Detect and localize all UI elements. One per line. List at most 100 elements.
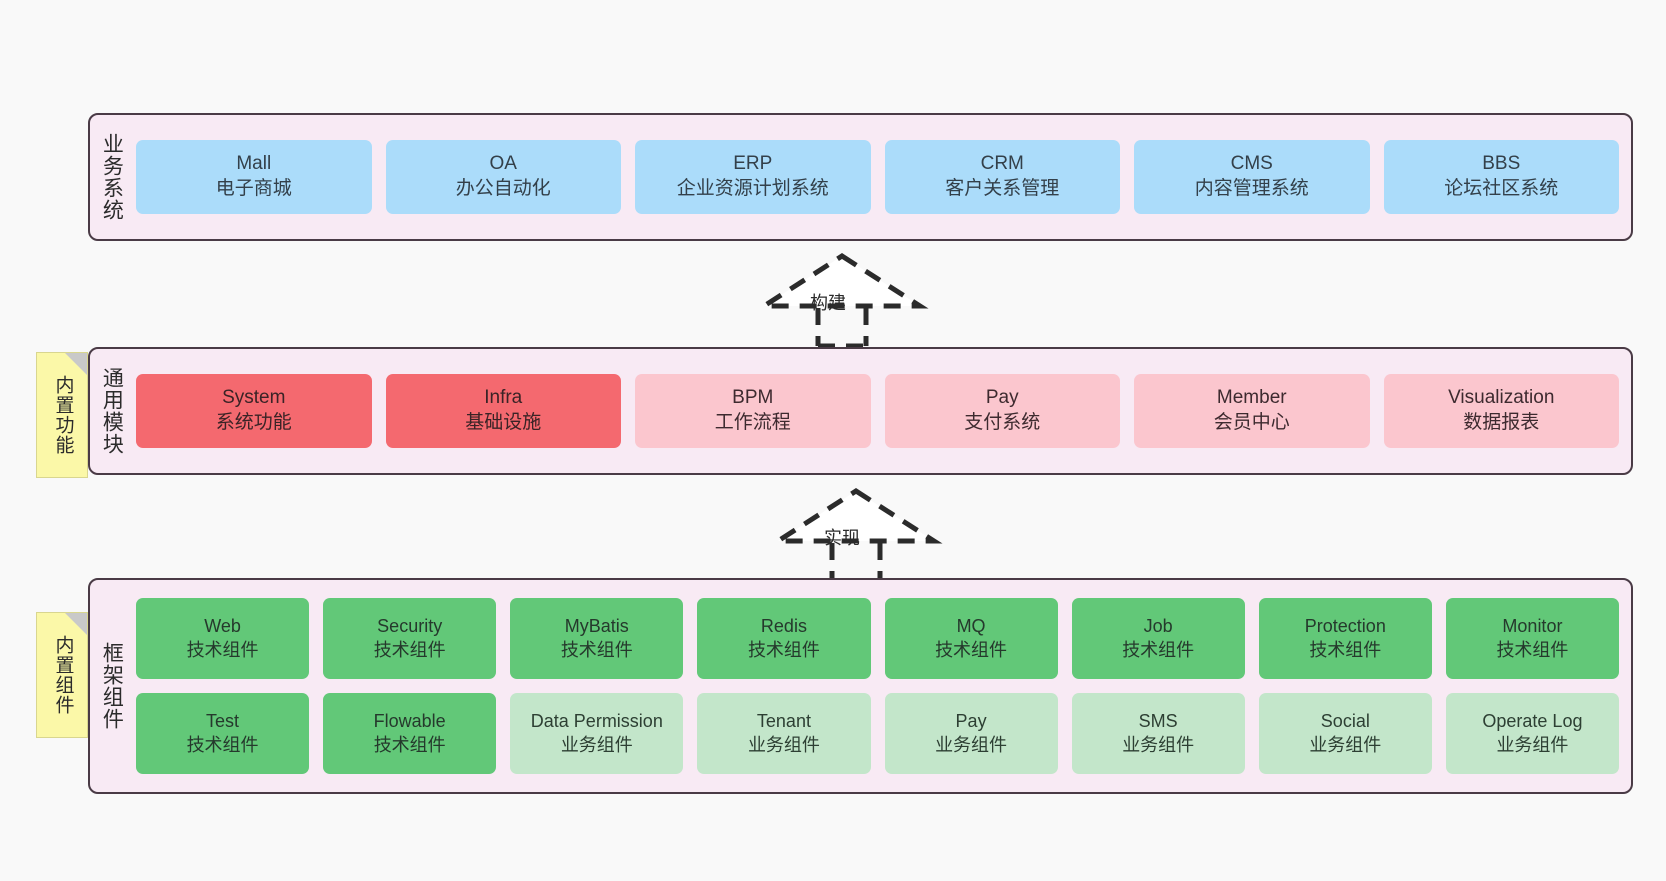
card-name: BPM [732, 387, 774, 409]
layer-body-business: Mall 电子商城 OA 办公自动化 ERP 企业资源计划系统 CRM 客户关系… [132, 115, 1631, 239]
framework-row-biz: Test 技术组件 Flowable 技术组件 Data Permission … [136, 693, 1619, 774]
framework-card-pay[interactable]: Pay 业务组件 [884, 693, 1058, 774]
card-name: Monitor [1502, 616, 1563, 637]
card-name: Operate Log [1482, 711, 1583, 732]
page-fold-icon [65, 613, 87, 635]
card-desc: 客户关系管理 [945, 178, 1060, 199]
framework-card-mq[interactable]: MQ 技术组件 [884, 598, 1058, 679]
card-name: Infra [484, 387, 523, 409]
card-desc: 基础设施 [465, 412, 542, 433]
card-name: Test [206, 711, 240, 732]
connector-build: 构建 [752, 252, 932, 349]
card-name: Member [1216, 387, 1287, 409]
layer-title-business: 业务系统 [100, 133, 124, 221]
business-card-crm[interactable]: CRM 客户关系管理 [884, 140, 1120, 214]
card-name: Security [377, 616, 443, 637]
card-name: Social [1320, 711, 1370, 732]
framework-card-job[interactable]: Job 技术组件 [1071, 598, 1245, 679]
card-desc: 工作流程 [714, 412, 791, 433]
card-desc: 技术组件 [747, 639, 820, 660]
card-desc: 会员中心 [1213, 412, 1290, 433]
card-desc: 支付系统 [964, 412, 1041, 433]
card-desc: 系统功能 [215, 412, 292, 433]
business-row: Mall 电子商城 OA 办公自动化 ERP 企业资源计划系统 CRM 客户关系… [136, 140, 1619, 214]
layer-business-systems: 业务系统 Mall 电子商城 OA 办公自动化 ERP 企业资源计划系统 CRM… [88, 113, 1633, 241]
layer-title-modules: 通用模块 [100, 367, 124, 455]
framework-card-sms[interactable]: SMS 业务组件 [1071, 693, 1245, 774]
business-card-bbs[interactable]: BBS 论坛社区系统 [1383, 140, 1619, 214]
connector-implement: 实现 [766, 487, 946, 584]
framework-card-redis[interactable]: Redis 技术组件 [697, 598, 871, 679]
business-card-mall[interactable]: Mall 电子商城 [136, 140, 372, 214]
card-desc: 业务组件 [747, 734, 820, 755]
business-card-oa[interactable]: OA 办公自动化 [385, 140, 621, 214]
framework-card-security[interactable]: Security 技术组件 [323, 598, 497, 679]
card-name: System [222, 387, 286, 409]
card-name: OA [489, 153, 517, 175]
card-name: Pay [955, 711, 987, 732]
framework-card-tenant[interactable]: Tenant 业务组件 [697, 693, 871, 774]
note-label: 内置功能 [52, 375, 74, 455]
note-builtin-components[interactable]: 内置组件 [36, 612, 88, 738]
card-desc: 业务组件 [1309, 734, 1382, 755]
card-name: ERP [733, 153, 773, 175]
card-name: CMS [1230, 153, 1273, 175]
card-desc: 办公自动化 [455, 178, 551, 199]
framework-card-web[interactable]: Web 技术组件 [136, 598, 310, 679]
note-builtin-functions[interactable]: 内置功能 [36, 352, 88, 478]
card-desc: 论坛社区系统 [1444, 178, 1559, 199]
card-name: Data Permission [530, 711, 663, 732]
arrow-stem-icon [815, 308, 869, 349]
card-desc: 企业资源计划系统 [676, 178, 829, 199]
framework-card-monitor[interactable]: Monitor 技术组件 [1445, 598, 1619, 679]
framework-card-flowable[interactable]: Flowable 技术组件 [323, 693, 497, 774]
card-desc: 技术组件 [1122, 639, 1195, 660]
layer-general-modules: 通用模块 System 系统功能 Infra 基础设施 BPM 工作流程 Pay… [88, 347, 1633, 475]
card-desc: 技术组件 [1496, 639, 1569, 660]
card-desc: 技术组件 [560, 639, 633, 660]
card-desc: 技术组件 [935, 639, 1008, 660]
card-name: Pay [985, 387, 1019, 409]
framework-card-data-permission[interactable]: Data Permission 业务组件 [510, 693, 684, 774]
modules-row: System 系统功能 Infra 基础设施 BPM 工作流程 Pay 支付系统… [136, 374, 1619, 448]
module-card-member[interactable]: Member 会员中心 [1134, 374, 1370, 448]
business-card-erp[interactable]: ERP 企业资源计划系统 [635, 140, 871, 214]
card-name: Redis [760, 616, 807, 637]
card-name: Protection [1304, 616, 1386, 637]
card-name: MyBatis [564, 616, 629, 637]
card-desc: 业务组件 [560, 734, 633, 755]
module-card-pay[interactable]: Pay 支付系统 [884, 374, 1120, 448]
card-name: Tenant [756, 711, 811, 732]
framework-card-protection[interactable]: Protection 技术组件 [1258, 598, 1432, 679]
module-card-visualization[interactable]: Visualization 数据报表 [1383, 374, 1619, 448]
layer-framework-components: 框架组件 Web 技术组件 Security 技术组件 MyBatis 技术组件… [88, 578, 1633, 794]
card-desc: 技术组件 [373, 734, 446, 755]
card-desc: 技术组件 [1309, 639, 1382, 660]
framework-card-social[interactable]: Social 业务组件 [1258, 693, 1432, 774]
card-name: Job [1143, 616, 1173, 637]
module-card-system[interactable]: System 系统功能 [136, 374, 372, 448]
framework-row-tech: Web 技术组件 Security 技术组件 MyBatis 技术组件 Redi… [136, 598, 1619, 679]
card-desc: 技术组件 [373, 639, 446, 660]
generalization-triangle-icon [769, 488, 943, 544]
connector-label-build: 构建 [810, 293, 846, 313]
card-name: Mall [236, 153, 272, 175]
card-desc: 内容管理系统 [1194, 178, 1309, 199]
card-name: BBS [1482, 153, 1521, 175]
layer-title-framework: 框架组件 [100, 642, 124, 730]
card-name: SMS [1138, 711, 1178, 732]
module-card-bpm[interactable]: BPM 工作流程 [635, 374, 871, 448]
framework-card-mybatis[interactable]: MyBatis 技术组件 [510, 598, 684, 679]
framework-card-test[interactable]: Test 技术组件 [136, 693, 310, 774]
generalization-triangle-icon [755, 253, 929, 309]
card-name: Visualization [1448, 387, 1555, 409]
card-name: Flowable [373, 711, 446, 732]
business-card-cms[interactable]: CMS 内容管理系统 [1134, 140, 1370, 214]
framework-card-operate-log[interactable]: Operate Log 业务组件 [1445, 693, 1619, 774]
card-desc: 数据报表 [1463, 412, 1540, 433]
card-desc: 业务组件 [1496, 734, 1569, 755]
module-card-infra[interactable]: Infra 基础设施 [385, 374, 621, 448]
card-desc: 技术组件 [186, 639, 259, 660]
page-fold-icon [65, 353, 87, 375]
